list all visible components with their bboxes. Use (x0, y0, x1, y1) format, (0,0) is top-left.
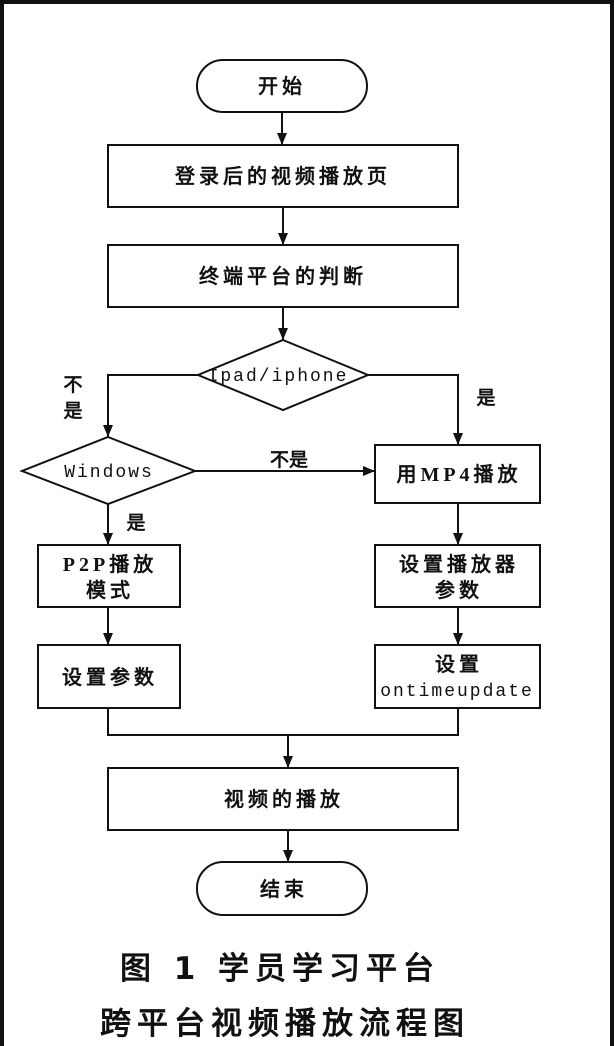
edge-ipad-yes-to-mp4 (368, 374, 463, 445)
set-ontimeupdate-label-line1: 设置 (435, 653, 483, 676)
set-params-label: 设置参数 (62, 665, 158, 689)
node-set-ontimeupdate: 设置 ontimeupdate (374, 644, 541, 709)
login-page-box (107, 144, 459, 208)
edge-label-ipad-yes: 是 (476, 387, 495, 409)
node-start: 开始 (196, 59, 368, 113)
node-platform-check: 终端平台的判断 (107, 244, 459, 308)
p2p-mode-label-line2: 模式 (86, 578, 134, 602)
edge-label-ipad-no-line1: 不 (63, 375, 82, 396)
edge-merge-connector (107, 708, 459, 736)
node-login-page: 登录后的视频播放页 (107, 144, 459, 208)
edge-label-ipad-no-line2: 是 (63, 400, 82, 422)
windows-decision-label: Windows (64, 463, 154, 483)
ipad-decision-label: Ipad/iphone (208, 367, 349, 387)
login-page-label: 登录后的视频播放页 (174, 164, 391, 188)
set-player-params-label-line1: 设置播放器 (399, 552, 519, 576)
set-player-params-label-line2: 参数 (435, 578, 483, 602)
platform-check-label: 终端平台的判断 (199, 264, 367, 288)
node-ipad-decision: Ipad/iphone (195, 338, 371, 412)
caption-title-line1: 学员学习平台 (218, 951, 440, 987)
node-end: 结束 (196, 861, 368, 916)
node-p2p-mode: P2P播放 模式 (37, 544, 181, 608)
node-video-play: 视频的播放 (107, 767, 459, 831)
mp4-play-box (374, 444, 541, 504)
video-play-label: 视频的播放 (224, 787, 344, 811)
set-ontimeupdate-label-line2: ontimeupdate (380, 682, 534, 702)
set-params-box (37, 644, 181, 709)
caption-title-line2: 跨平台视频播放流程图 (100, 1006, 470, 1042)
p2p-mode-box (37, 544, 181, 608)
p2p-mode-label-line1: P2P播放 (63, 552, 157, 576)
edge-ipad-no-to-windows (103, 374, 198, 437)
node-set-player-params: 设置播放器 参数 (374, 544, 541, 608)
platform-check-box (107, 244, 459, 308)
end-terminal-shape (196, 861, 368, 916)
ipad-decision-diamond (195, 338, 371, 412)
node-set-params: 设置参数 (37, 644, 181, 709)
mp4-play-label: 用MP4播放 (396, 462, 521, 486)
caption-figure-label: 图 1 (120, 951, 201, 987)
node-mp4-play: 用MP4播放 (374, 444, 541, 504)
edge-label-windows-yes: 是 (126, 512, 145, 534)
set-player-params-box (374, 544, 541, 608)
node-windows-decision: Windows (19, 435, 198, 506)
end-label: 结束 (260, 877, 308, 901)
edge-label-windows-no: 不是 (270, 449, 308, 471)
figure-caption: 图 1 学员学习平台 跨平台视频播放流程图 (100, 951, 470, 1042)
video-play-box (107, 767, 459, 831)
start-label: 开始 (258, 74, 306, 98)
